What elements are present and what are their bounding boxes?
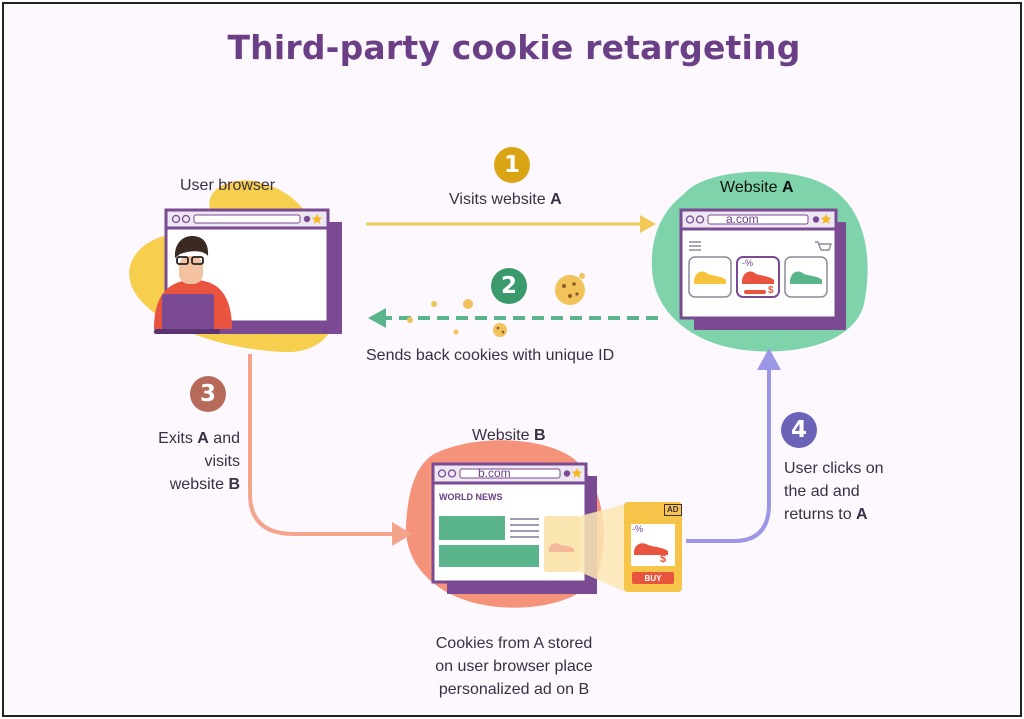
ad-price: $ bbox=[660, 553, 667, 565]
back-icon bbox=[437, 469, 447, 478]
step-3-line-1: Exits A and bbox=[158, 430, 240, 447]
forward-icon bbox=[447, 469, 457, 478]
step-4-label: User clicks on the ad and returns to A bbox=[784, 457, 884, 526]
website-b-url: b.com bbox=[478, 466, 511, 480]
star-icon bbox=[820, 214, 832, 224]
user-avatar bbox=[154, 236, 232, 334]
cookie-icons bbox=[407, 273, 585, 337]
step-3-badge: 3 bbox=[190, 376, 226, 412]
back-icon bbox=[171, 214, 181, 224]
caption-line-2: on user browser place bbox=[435, 658, 593, 675]
step-4-arrow bbox=[686, 348, 781, 543]
forward-icon bbox=[181, 214, 191, 224]
step-1-label: Visits website A bbox=[449, 188, 562, 211]
user-address-bar bbox=[193, 214, 301, 224]
ad-slot bbox=[544, 516, 580, 572]
step-3-line-3: website B bbox=[169, 476, 240, 493]
shoe-icon bbox=[549, 543, 574, 552]
cart-icon bbox=[815, 241, 832, 251]
website-a-address-bar bbox=[707, 214, 809, 225]
website-b-label: Website B bbox=[472, 424, 546, 447]
website-b-label-text: Website bbox=[472, 427, 530, 444]
price-bar bbox=[744, 290, 766, 294]
website-a-price: $ bbox=[768, 285, 774, 296]
caption-line-3: personalized ad on B bbox=[438, 681, 590, 698]
step-3-line-2: visits bbox=[204, 453, 240, 470]
forward-icon bbox=[695, 215, 705, 224]
website-a-url: a.com bbox=[726, 212, 759, 226]
step-4-line-3: returns to A bbox=[784, 506, 868, 523]
close-icon bbox=[303, 215, 311, 223]
ad-badge: AD bbox=[664, 504, 682, 516]
step-4-badge: 4 bbox=[781, 412, 817, 448]
ad-discount: -% bbox=[632, 524, 643, 534]
star-icon bbox=[311, 214, 323, 224]
step-1-letter: A bbox=[550, 191, 562, 208]
close-icon bbox=[563, 470, 571, 477]
step-3-label: Exits A and visits website B bbox=[144, 427, 240, 496]
step-2-arrow bbox=[368, 308, 658, 328]
website-b-illustration bbox=[405, 440, 682, 608]
step-4-line-2: the ad and bbox=[784, 483, 860, 500]
shoe-icon bbox=[742, 271, 774, 284]
website-b-label-letter: B bbox=[533, 427, 546, 444]
user-browser-label: User browser bbox=[180, 177, 276, 194]
website-a-label: Website A bbox=[720, 176, 794, 199]
website-a-label-text: Website bbox=[720, 179, 778, 196]
step-1-text: Visits website bbox=[449, 191, 551, 208]
shoe-icon bbox=[634, 543, 668, 555]
website-a-discount: -% bbox=[742, 258, 753, 268]
article-image-2 bbox=[439, 545, 539, 567]
step-4-line-1: User clicks on bbox=[784, 460, 884, 477]
star-icon bbox=[571, 468, 583, 478]
caption-line-1: Cookies from A stored bbox=[435, 635, 593, 652]
diagram-graphics bbox=[129, 171, 868, 608]
website-b-address-bar bbox=[459, 468, 561, 479]
close-icon bbox=[812, 216, 820, 223]
shoe-icon bbox=[694, 271, 726, 284]
step-2-label: Sends back cookies with unique ID bbox=[366, 347, 615, 364]
article-image-1 bbox=[439, 516, 505, 540]
website-a-label-letter: A bbox=[781, 179, 794, 196]
ad-beam bbox=[580, 504, 626, 592]
caption: Cookies from A stored on user browser pl… bbox=[384, 632, 644, 701]
buy-button bbox=[632, 572, 674, 584]
shoe-icon bbox=[790, 271, 822, 284]
back-icon bbox=[685, 215, 695, 224]
menu-icon bbox=[689, 241, 701, 251]
user-browser-illustration bbox=[129, 180, 342, 353]
website-a-illustration bbox=[651, 171, 868, 352]
ad-buy-label: BUY bbox=[644, 574, 662, 583]
step-1-badge: 1 bbox=[494, 147, 530, 183]
article-text-lines bbox=[510, 518, 539, 538]
step-3-arrow bbox=[248, 354, 412, 546]
diagram-title: Third-party cookie retargeting bbox=[227, 28, 801, 67]
step-2-badge: 2 bbox=[491, 268, 527, 304]
step-1-arrow bbox=[366, 215, 656, 233]
website-b-headline: WORLD NEWS bbox=[439, 492, 503, 502]
